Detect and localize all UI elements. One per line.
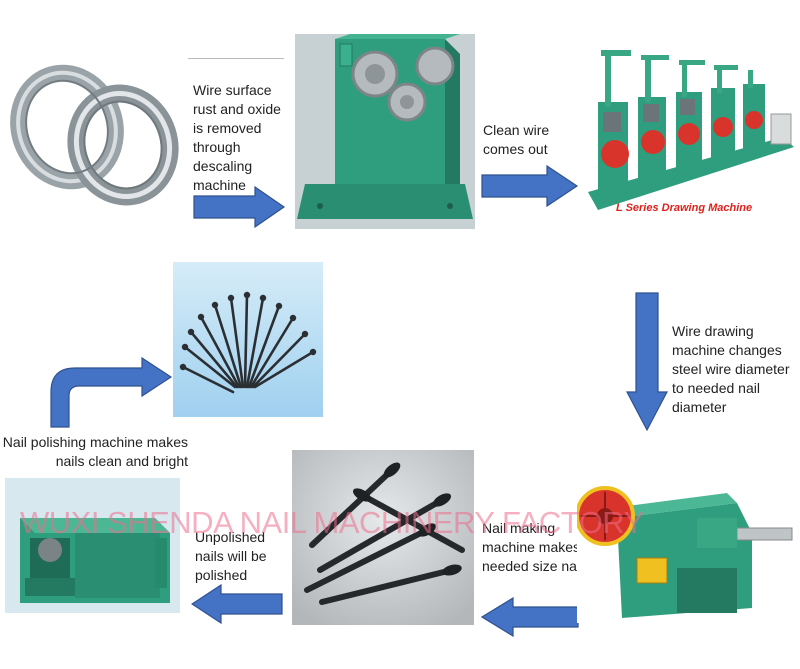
caption-wire-drawing: Wire drawing machine changes steel wire …	[672, 323, 790, 415]
caption-clean-wire: Clean wire comes out	[483, 122, 550, 157]
descaling-machine-image	[295, 34, 475, 229]
watermark: WUXI SHENDA NAIL MACHINERY FACTORY	[20, 505, 644, 540]
divider-line	[188, 58, 284, 59]
arrow-curved-up-right	[50, 356, 174, 428]
caption-nail-making: Nail making machine makes needed size na…	[482, 520, 584, 574]
arrow-left-1	[191, 584, 283, 624]
caption-unpolished: Unpolished nails will be polished	[195, 529, 267, 583]
arrow-left-2	[481, 597, 579, 637]
arrow-right-1	[193, 186, 286, 228]
arrow-right-2	[481, 165, 579, 207]
arrow-down	[626, 292, 668, 432]
nail-making-machine-image	[577, 458, 797, 623]
unpolished-nails-image	[292, 450, 474, 625]
caption-polishing: Nail polishing machine makes nails clean…	[2, 434, 188, 469]
nails-fan-image	[173, 262, 323, 417]
caption-descaling: Wire surface rust and oxide is removed t…	[193, 82, 281, 193]
polishing-machine-image	[5, 478, 180, 613]
drawing-machine-image: L Series Drawing Machine	[583, 42, 794, 227]
wire-coil-image	[5, 45, 185, 210]
drawing-machine-label: L Series Drawing Machine	[616, 202, 752, 214]
